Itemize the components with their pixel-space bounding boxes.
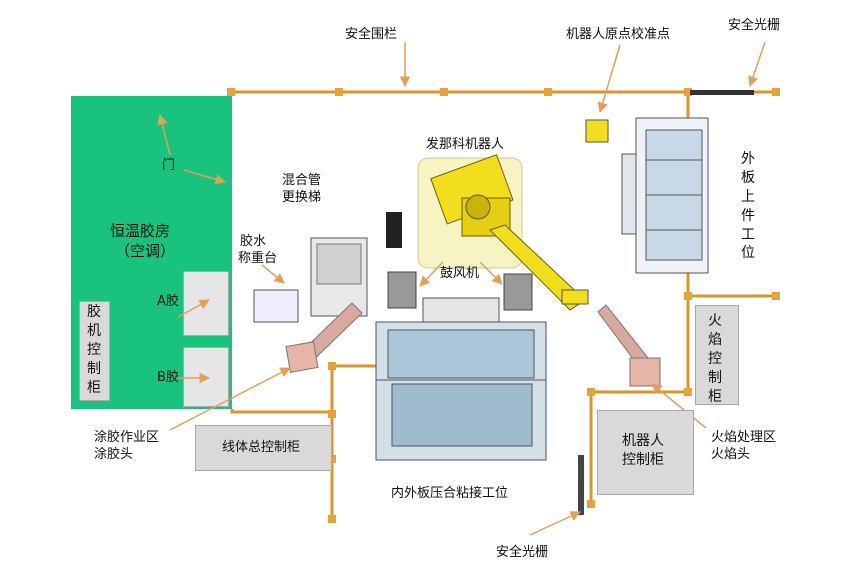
light-curtain-top (690, 90, 754, 95)
hemming-station-label: 内外板压合粘接工位 (391, 486, 509, 501)
glue-machine-cabinet-label: 胶机控制柜 (87, 304, 101, 396)
light-curtain-bottom-label: 安全光栅 (496, 545, 549, 560)
mix-tube-ladder-label-2: 更换梯 (282, 190, 322, 205)
safety-fence-label: 安全围栏 (345, 27, 398, 42)
glue-scale-label-1: 胶水 (240, 234, 267, 249)
light-curtain-bottom (578, 455, 584, 515)
glue-machine-cabinet (79, 301, 110, 401)
glue-b-label: B胶 (157, 370, 179, 385)
thermo-room-label-1: 恒温胶房 (110, 222, 171, 240)
fanuc-robot (386, 154, 589, 311)
mix-tube-ladder-label-1: 混合管 (282, 173, 322, 188)
fanuc-robot-label: 发那科机器人 (426, 137, 505, 152)
blower-right (503, 273, 533, 311)
line-master-label: 线体总控制柜 (222, 440, 301, 455)
robot-control-cabinet (597, 410, 694, 495)
glue-area-label-2: 涂胶头 (94, 447, 134, 462)
flame-control-cabinet (695, 305, 739, 405)
outer-panel-fixture (621, 117, 709, 274)
robot-cabinet-label-1: 机器人 (622, 433, 664, 449)
line-master-cabinet (195, 425, 332, 471)
glue-scale (253, 289, 299, 323)
glue-head (285, 341, 319, 373)
flame-head (629, 357, 661, 387)
light-curtain-top-label: 安全光栅 (728, 18, 781, 33)
robot-cabinet-label-2: 控制柜 (622, 452, 664, 468)
blower-label: 鼓风机 (440, 266, 480, 281)
robot-origin-label: 机器人原点校准点 (566, 27, 671, 42)
robot-origin-point (585, 119, 609, 143)
hemming-fixture (375, 297, 547, 461)
glue-a-label: A胶 (157, 294, 179, 309)
thermo-room-label-2: （空调） (115, 242, 176, 260)
flame-area-label-1: 火焰处理区 (711, 430, 777, 445)
glue-area-label-1: 涂胶作业区 (94, 430, 160, 445)
door-label: 门 (162, 158, 176, 173)
flame-cabinet-label: 火焰控制柜 (708, 313, 722, 405)
glue-scale-label-2: 称重台 (238, 251, 278, 266)
blower-left (387, 271, 417, 309)
flame-area-label-2: 火焰头 (711, 447, 751, 462)
outer-panel-station-label: 外板上件工位 (741, 151, 755, 262)
